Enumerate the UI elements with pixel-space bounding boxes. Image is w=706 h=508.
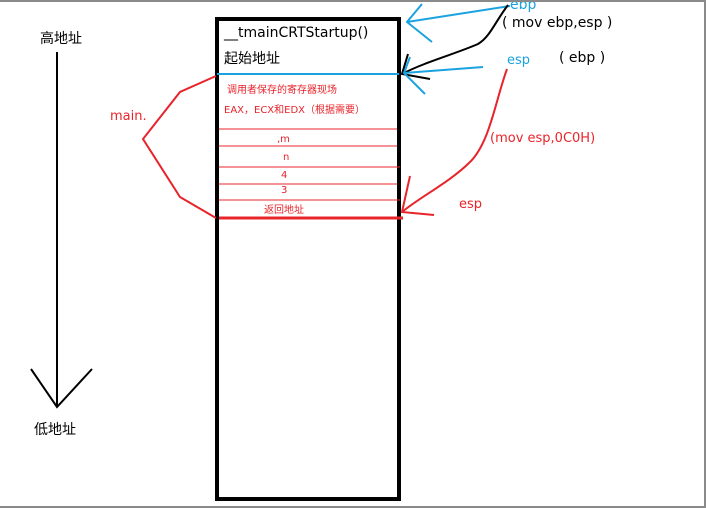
slot-dividers: [219, 128, 400, 201]
mov-ebp-esp-label: ( mov ebp,esp ): [502, 15, 613, 31]
main-bracket: [141, 75, 217, 219]
ebp-label: ebp: [510, 0, 537, 13]
main-label: main.: [110, 109, 147, 124]
slot-3: 3: [281, 185, 288, 196]
saved-registers-line2: EAX，ECX和EDX（根据需要）: [224, 105, 366, 116]
low-address-label: 低地址: [34, 422, 76, 438]
mov-esp-label: (mov esp,0C0H): [490, 131, 596, 146]
ebp-paren-label: ( ebp ): [559, 50, 606, 66]
slot-m: ,m: [277, 134, 290, 145]
esp-blue-arrow: [403, 66, 484, 74]
high-address-label: 高地址: [40, 31, 82, 47]
slot-4: 4: [281, 170, 288, 181]
return-address-label: 返回地址: [264, 205, 304, 216]
mov-ebp-esp-arrowhead: [400, 53, 431, 80]
mov-esp-arrow: [401, 68, 508, 213]
esp-blue-arrowhead: [402, 56, 426, 95]
saved-registers-line1: 调用者保存的寄存器现场: [227, 85, 337, 96]
esp-blue-label: esp: [507, 53, 531, 68]
mov-esp-arrowhead: [400, 175, 435, 216]
function-name: __tmainCRTStartup(): [224, 25, 369, 41]
slot-n: n: [283, 152, 290, 163]
ebp-arrowhead: [405, 3, 433, 43]
mov-ebp-esp-arrow: [401, 4, 509, 75]
ebp-arrow: [406, 5, 511, 23]
address-arrowhead: [30, 368, 93, 409]
esp-red-label: esp: [459, 197, 483, 212]
start-address-label: 起始地址: [224, 51, 280, 67]
stack-box: [215, 17, 401, 501]
